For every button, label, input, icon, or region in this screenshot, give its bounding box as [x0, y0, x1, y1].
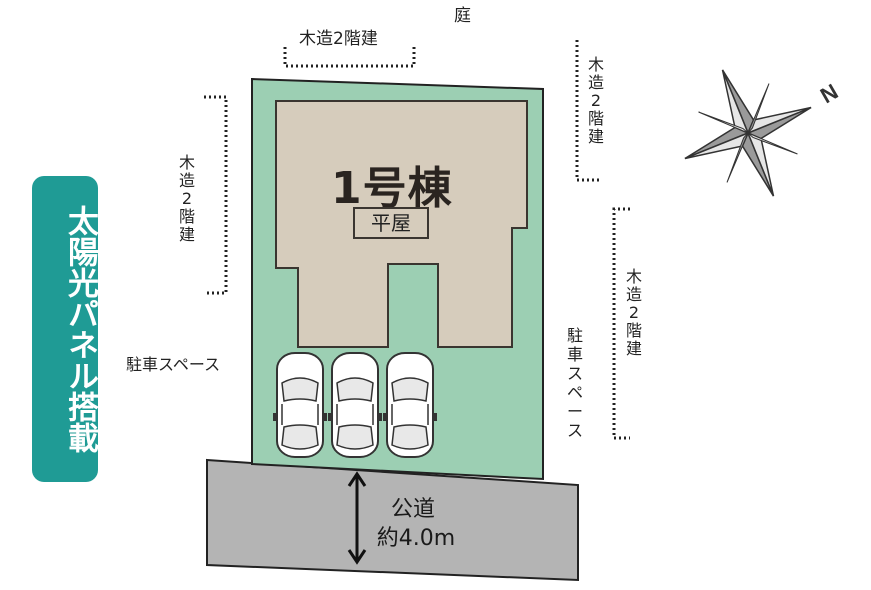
neighbor-bracket-left: [204, 95, 228, 295]
neighbor-label-left: 木造2階建: [178, 153, 195, 244]
solar-panel-badge-text: 太陽光パネル搭載: [62, 205, 98, 453]
neighbor-label-right-bottom: 木造2階建: [625, 267, 642, 358]
neighbor-bracket-right-top: [575, 40, 602, 182]
car-icon: [273, 352, 327, 458]
building-type-box: 平屋: [353, 207, 429, 239]
building-name: 1号棟: [331, 163, 453, 214]
neighbor-bracket-top: [283, 47, 416, 68]
neighbor-label-right-top: 木造2階建: [587, 55, 604, 146]
road-width-arrow: [347, 471, 367, 565]
road-name: 公道: [390, 497, 435, 522]
neighbor-bracket-right-bottom: [612, 207, 630, 440]
road-width: 約4.0m: [376, 526, 456, 551]
neighbor-label-top: 木造2階建: [299, 29, 378, 49]
solar-panel-badge: 太陽光パネル搭載: [32, 176, 98, 482]
road-area: [206, 458, 579, 582]
compass-icon: [684, 69, 812, 197]
parking-label-left: 駐車スペース: [126, 355, 221, 374]
compass-north-label: N: [816, 79, 842, 109]
car-icon: [383, 352, 437, 458]
car-icon: [328, 352, 382, 458]
garden-label: 庭: [454, 6, 471, 26]
parking-label-right: 駐車スペース: [566, 326, 583, 440]
